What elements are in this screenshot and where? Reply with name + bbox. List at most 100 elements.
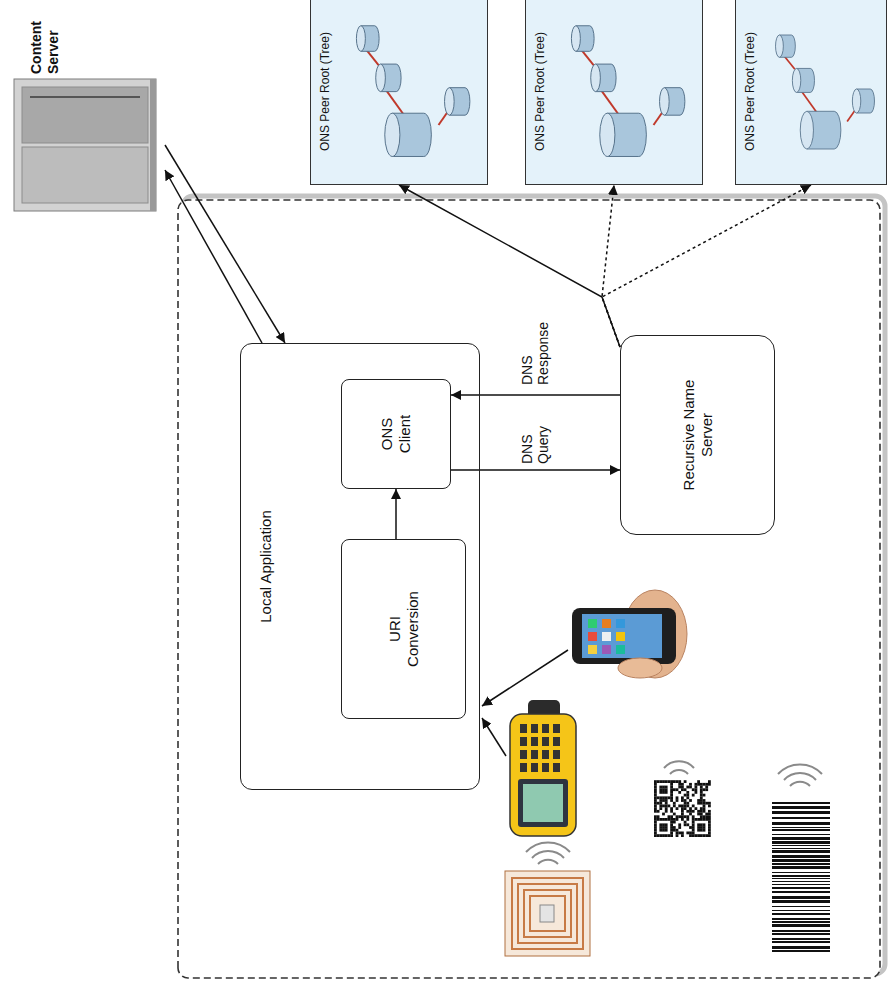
qr-code	[681, 834, 684, 837]
qr-code	[697, 829, 700, 832]
ons-peer-root-box: ONS Peer Root (Tree)	[310, 0, 488, 185]
qr-code	[657, 810, 660, 813]
qr-code	[689, 834, 692, 837]
process-box: URI Conversion	[341, 539, 466, 719]
qr-code	[654, 786, 657, 789]
qr-code	[670, 823, 673, 826]
qr-code	[665, 791, 668, 794]
node-label: Local Application	[241, 344, 275, 789]
server-icon	[14, 79, 156, 211]
connector-arrow	[602, 185, 811, 347]
qr-code	[654, 805, 657, 808]
qr-code	[668, 805, 671, 808]
barcode	[766, 794, 836, 958]
qr-code	[692, 788, 695, 791]
qr-code	[692, 794, 695, 797]
qr-code	[673, 821, 676, 824]
handheld-scanner	[542, 737, 549, 746]
database-tree	[800, 111, 813, 149]
qr-code	[700, 834, 703, 837]
qr-code	[705, 818, 708, 821]
qr-code	[673, 788, 676, 791]
qr-code	[686, 805, 689, 808]
qr-code	[703, 829, 706, 832]
qr-code	[673, 805, 676, 808]
database-tree	[792, 68, 800, 92]
rfid-tag	[540, 905, 554, 922]
qr-code	[654, 799, 657, 802]
qr-code	[654, 823, 657, 826]
qr-code	[668, 818, 671, 821]
qr-code	[670, 815, 673, 818]
qr-code	[654, 794, 657, 797]
qr-code	[676, 829, 679, 832]
database-tree	[660, 88, 670, 116]
node-label: ONS Client	[378, 404, 414, 464]
radio-waves	[784, 773, 816, 780]
qr-code	[692, 815, 695, 818]
qr-code	[670, 826, 673, 829]
database-tree	[591, 64, 601, 92]
qr-code	[665, 802, 668, 805]
qr-code	[670, 821, 673, 824]
qr-code	[659, 799, 662, 802]
barcode	[772, 913, 830, 915]
qr-code	[700, 799, 703, 802]
qr-code	[673, 780, 676, 783]
qr-code	[673, 826, 676, 829]
database-tree	[367, 50, 379, 65]
qr-code	[700, 813, 703, 816]
handheld-scanner	[531, 724, 538, 733]
qr-code	[670, 810, 673, 813]
qr-code	[695, 786, 698, 789]
qr-code	[681, 805, 684, 808]
qr-code	[708, 802, 711, 805]
radio-waves	[790, 782, 810, 786]
qr-code	[665, 807, 668, 810]
smartphone-in-hand	[602, 632, 611, 641]
smartphone-in-hand	[572, 608, 676, 664]
database-tree	[445, 88, 455, 116]
qr-code	[689, 826, 692, 829]
qr-code	[659, 807, 662, 810]
qr-code	[678, 832, 681, 835]
qr-code	[654, 788, 657, 791]
qr-code	[665, 818, 668, 821]
smartphone-in-hand	[588, 619, 597, 628]
qr-code	[708, 823, 711, 826]
qr-code	[654, 796, 657, 799]
qr-code	[703, 810, 706, 813]
qr-code	[673, 829, 676, 832]
qr-code	[700, 783, 703, 786]
qr-code	[697, 799, 700, 802]
qr-code	[659, 829, 662, 832]
qr-code	[665, 826, 668, 829]
qr-code	[700, 807, 703, 810]
handheld-scanner	[520, 724, 527, 733]
qr-code	[665, 786, 668, 789]
qr-code	[692, 810, 695, 813]
qr-code	[708, 818, 711, 821]
radio-waves	[664, 761, 694, 768]
barcode	[772, 855, 830, 858]
barcode	[772, 933, 830, 935]
barcode	[772, 806, 830, 809]
qr-code	[708, 832, 711, 835]
qr-code	[684, 823, 687, 826]
qr-code	[708, 783, 711, 786]
qr-code	[708, 829, 711, 832]
qr-code	[697, 802, 700, 805]
barcode	[772, 859, 830, 862]
barcode	[772, 941, 830, 943]
qr-code	[708, 821, 711, 824]
barcode	[772, 841, 830, 844]
qr-code	[678, 826, 681, 829]
database-tree	[582, 50, 594, 65]
qr-code	[695, 783, 698, 786]
database-tree	[776, 35, 784, 57]
qr-code	[692, 823, 695, 826]
qr-code	[659, 823, 662, 826]
qr-code	[668, 780, 671, 783]
qr-code	[659, 826, 662, 829]
qr-code	[670, 834, 673, 837]
